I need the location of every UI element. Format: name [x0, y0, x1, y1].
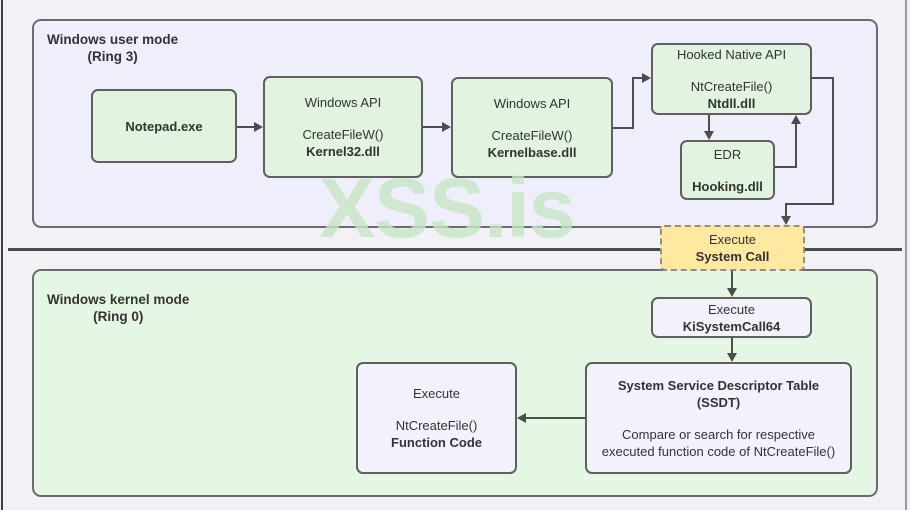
- node-line: Windows API: [304, 95, 382, 110]
- user-mode-title: Windows user mode: [47, 32, 179, 47]
- kernel-mode-zone-label: Windows kernel mode (Ring 0): [47, 291, 189, 325]
- node-line: Execute: [708, 301, 755, 317]
- arrow-kernelbase-to-hooked-segment: [613, 127, 634, 129]
- user-mode-zone-label: Windows user mode (Ring 3): [47, 31, 178, 65]
- arrow-notepad-to-kernel32-segment: [237, 126, 255, 128]
- arrow-hooked-to-syscall-segment: [786, 203, 834, 205]
- arrow-notepad-to-kernel32-head: [254, 122, 263, 132]
- kernel-mode-title: Windows kernel mode: [47, 292, 190, 307]
- node-line: EDR: [713, 146, 742, 162]
- node-execute-function-code: Execute NtCreateFile() Function Code: [356, 362, 517, 474]
- node-ssdt: System Service Descriptor Table (SSDT) C…: [585, 362, 852, 474]
- node-line: Execute: [413, 386, 460, 401]
- arrow-hooked-to-edr-head: [704, 131, 714, 140]
- frame-right-border: [905, 0, 907, 510]
- node-line: Kernel32.dll: [306, 144, 380, 159]
- arrow-kernelbase-to-hooked-head: [642, 73, 651, 83]
- ring-boundary-line: [8, 248, 902, 251]
- node-line: CreateFileW(): [302, 127, 384, 142]
- arrow-kisyscall-to-ssdt-head: [727, 353, 737, 362]
- node-line: System Service Descriptor Table: [617, 377, 820, 393]
- arrow-kernel32-to-kernelbase-segment: [423, 126, 443, 128]
- node-line: KiSystemCall64: [682, 318, 781, 334]
- node-line: CreateFileW(): [491, 127, 573, 143]
- arrow-hooked-to-syscall-head: [781, 216, 791, 225]
- node-line: Ntdll.dll: [707, 96, 756, 111]
- arrow-hooked-to-syscall-segment: [832, 77, 834, 205]
- arrow-ssdt-to-funccode-head: [517, 413, 526, 423]
- arrow-hooked-to-edr-segment: [708, 115, 710, 133]
- arrow-kernelbase-to-hooked-segment: [632, 77, 634, 129]
- arrow-ssdt-to-funccode-segment: [526, 417, 585, 419]
- node-line: (SSDT): [696, 394, 741, 410]
- node-edr-hooking-dll: EDR Hooking.dll: [680, 140, 775, 200]
- arrow-edr-to-hooked-segment: [775, 166, 797, 168]
- arrow-syscall-to-kisyscall-head: [727, 288, 737, 297]
- node-line: Compare or search for respective: [622, 426, 815, 442]
- node-line: Hooked Native API: [676, 47, 787, 62]
- node-windows-api-kernelbase: Windows API CreateFileW() Kernelbase.dll: [451, 77, 613, 178]
- node-execute-kisystemcall64: Execute KiSystemCall64: [651, 297, 812, 338]
- arrow-hooked-to-syscall-segment: [785, 203, 787, 217]
- node-line: Kernelbase.dll: [487, 144, 577, 160]
- arrow-edr-to-hooked-head: [791, 115, 801, 124]
- node-hooked-native-api: Hooked Native API NtCreateFile() Ntdll.d…: [651, 43, 812, 115]
- node-line: executed function code of NtCreateFile(): [601, 443, 836, 459]
- arrow-edr-to-hooked-segment: [795, 124, 797, 168]
- node-line: System Call: [695, 249, 770, 264]
- node-line: Execute: [709, 232, 756, 247]
- node-line: NtCreateFile(): [690, 79, 773, 94]
- node-line: Hooking.dll: [692, 178, 763, 194]
- kernel-mode-ring: (Ring 0): [93, 309, 144, 324]
- node-line: Notepad.exe: [125, 118, 203, 134]
- user-mode-ring: (Ring 3): [87, 49, 138, 64]
- node-notepad-exe: Notepad.exe: [91, 89, 237, 163]
- arrow-kisyscall-to-ssdt-segment: [731, 338, 733, 354]
- node-windows-api-kernel32: Windows API CreateFileW() Kernel32.dll: [263, 76, 423, 178]
- arrow-hooked-to-syscall-segment: [811, 77, 834, 79]
- node-line: Function Code: [391, 435, 482, 450]
- arrow-kernel32-to-kernelbase-head: [442, 122, 451, 132]
- node-line: NtCreateFile(): [395, 418, 478, 433]
- arrow-kernelbase-to-hooked-segment: [632, 77, 643, 79]
- node-line: Windows API: [493, 95, 571, 111]
- node-execute-system-call: Execute System Call: [660, 225, 805, 271]
- frame-left-border: [1, 0, 3, 510]
- arrow-syscall-to-kisyscall-segment: [731, 271, 733, 289]
